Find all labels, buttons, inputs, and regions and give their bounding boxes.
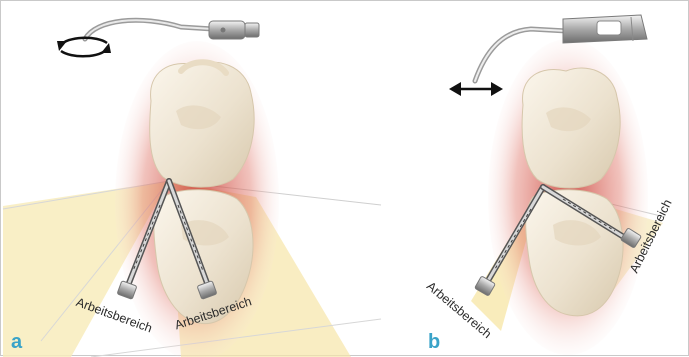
double-headed-arrow-icon [449, 82, 503, 96]
panel-letter-a: a [11, 331, 22, 354]
panel-letter-b: b [428, 331, 440, 354]
panel-b-artwork [449, 15, 665, 355]
scaler-handpiece-a [85, 20, 259, 39]
panel-a-artwork [3, 20, 381, 357]
